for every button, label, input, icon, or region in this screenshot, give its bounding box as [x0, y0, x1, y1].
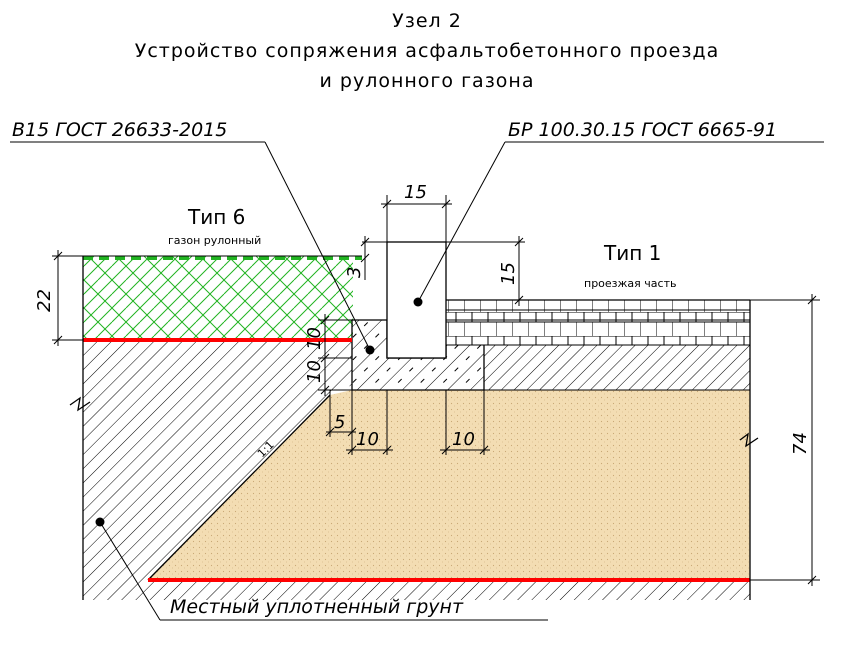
curb-stone: [386, 241, 447, 359]
dim-total-depth: 74: [790, 432, 811, 455]
drawing-subtitle-1: Устройство сопряжения асфальтобетонного …: [134, 40, 720, 62]
soil-fill: [83, 340, 750, 600]
sand-fill: [148, 390, 750, 580]
dim-curb-width: 15: [404, 182, 427, 203]
dim-right-ext: 10: [452, 429, 475, 450]
dim-offset: 5: [334, 412, 345, 433]
lawn-layer: [83, 256, 353, 340]
dim-lawn-depth: 22: [34, 289, 55, 312]
callout-curb: БР 100.30.15 ГОСТ 6665-91: [508, 119, 777, 141]
lawn-type-desc: газон рулонный: [168, 234, 261, 247]
callout-soil: Местный уплотненный грунт: [170, 596, 464, 618]
road-pavement-layer: [445, 299, 751, 346]
dim-curb-above: 15: [498, 262, 519, 285]
dim-left-ext: 10: [356, 429, 379, 450]
road-base-layer: [483, 344, 751, 391]
dim-found-side: 10: [304, 360, 325, 383]
dim-gap: 3: [344, 267, 365, 278]
road-type-desc: проезжая часть: [584, 277, 676, 290]
road-type-name: Тип 1: [603, 241, 661, 265]
callout-concrete: В15 ГОСТ 26633-2015: [12, 119, 227, 141]
drawing-title: Узел 2: [392, 10, 462, 32]
lawn-type-name: Тип 6: [187, 205, 245, 229]
dim-found-top: 10: [304, 327, 325, 350]
drawing-subtitle-2: и рулонного газона: [319, 70, 535, 92]
